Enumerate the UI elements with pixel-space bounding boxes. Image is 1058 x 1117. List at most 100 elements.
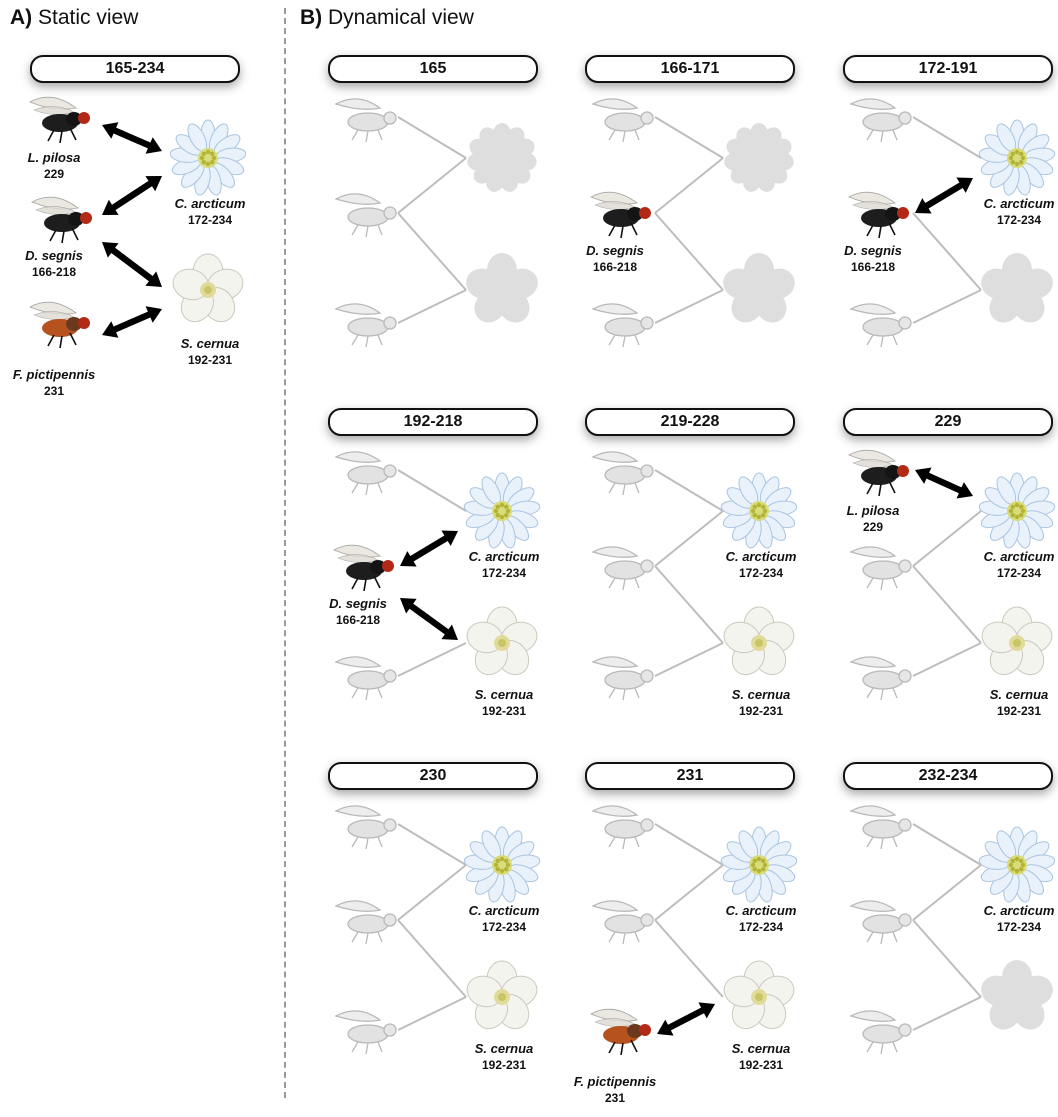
- s-cernua-flower-icon: [466, 253, 538, 323]
- species-name: D. segnis: [329, 596, 387, 611]
- lpilosa-fly-icon: [29, 96, 90, 144]
- species-name: C. arcticum: [725, 549, 797, 564]
- panel-title: 231: [585, 762, 795, 790]
- species-range: 229: [862, 520, 884, 534]
- node: [462, 957, 542, 1042]
- panel-title: 192-218: [328, 408, 538, 436]
- node: [843, 443, 917, 504]
- potential-link-line: [397, 289, 467, 324]
- fpict-fly-icon: [334, 656, 397, 701]
- node: [843, 648, 917, 709]
- species-name: C. arcticum: [174, 196, 246, 211]
- node: [977, 471, 1057, 556]
- lpilosa-fly-icon: [591, 451, 654, 496]
- node: [843, 892, 917, 953]
- species-name: C. arcticum: [983, 549, 1055, 564]
- node: [328, 1002, 402, 1063]
- species-range: 192-231: [187, 353, 233, 367]
- species-range: 192-231: [738, 704, 784, 718]
- c-arcticum-flower-icon: [463, 472, 541, 549]
- species-name: F. pictipennis: [12, 367, 96, 382]
- node: [328, 797, 402, 858]
- potential-link-line: [912, 289, 982, 324]
- node: [328, 892, 402, 953]
- species-name: S. cernua: [731, 1041, 791, 1056]
- panel-links: [912, 823, 982, 1031]
- species-name: L. pilosa: [846, 503, 900, 518]
- dsegnis-label: D. segnis 166-218: [813, 243, 933, 275]
- dsegnis-fly-icon: [848, 191, 909, 239]
- dsegnis-fly-icon: [849, 900, 912, 945]
- species-name: D. segnis: [844, 243, 902, 258]
- panel-links: [397, 823, 467, 1031]
- lpilosa-label: L. pilosa 229: [813, 503, 933, 535]
- species-range: 166-218: [592, 260, 638, 274]
- s-cernua-flower-icon: [723, 606, 795, 676]
- node: [328, 648, 402, 709]
- node: [328, 295, 402, 356]
- potential-link-line: [397, 996, 467, 1031]
- species-name: C. arcticum: [725, 903, 797, 918]
- time-panel-165: 165: [328, 55, 586, 410]
- potential-link-line: [912, 919, 982, 998]
- node: [585, 90, 659, 151]
- node: [719, 118, 799, 203]
- c-arcticum-flower-icon: [720, 826, 798, 903]
- dsegnis-fly-icon: [334, 193, 397, 238]
- species-range: 172-234: [481, 566, 527, 580]
- interaction-arrow: [102, 176, 162, 215]
- section-b-title: B) Dynamical view: [300, 6, 474, 30]
- potential-link-line: [912, 642, 982, 677]
- potential-link-line: [397, 919, 467, 998]
- s-cernua-flower-icon: [981, 253, 1053, 323]
- fpict-fly-icon: [590, 1008, 651, 1056]
- panel-title: 172-191: [843, 55, 1053, 83]
- potential-link-line: [397, 864, 467, 921]
- node: [462, 603, 542, 688]
- potential-link-line: [912, 565, 982, 644]
- fpict-fly-icon: [849, 303, 912, 348]
- fpict-fly-icon: [849, 1010, 912, 1055]
- species-range: 231: [43, 384, 65, 398]
- potential-link-line: [654, 116, 724, 159]
- c-arcticum-flower-icon: [169, 119, 247, 196]
- s-cernua-flower-icon: [723, 253, 795, 323]
- lpilosa-fly-icon: [591, 98, 654, 143]
- potential-link-line: [397, 116, 467, 159]
- panel-links: [397, 469, 467, 677]
- species-range: 166-218: [850, 260, 896, 274]
- node: [843, 1002, 917, 1063]
- panel-title: 229: [843, 408, 1053, 436]
- panel-links: [912, 467, 982, 677]
- potential-link-line: [912, 996, 982, 1031]
- potential-link-line: [654, 469, 724, 512]
- c-arcticum-flower-icon: [467, 123, 537, 192]
- c-arcticum-flower-icon: [978, 826, 1056, 903]
- interaction-arrow: [102, 242, 162, 287]
- node: [462, 118, 542, 203]
- node: [462, 250, 542, 335]
- potential-link-line: [654, 212, 724, 291]
- panel-title: 232-234: [843, 762, 1053, 790]
- lpilosa-fly-icon: [849, 98, 912, 143]
- node: [843, 295, 917, 356]
- potential-link-line: [397, 212, 467, 291]
- lpilosa-fly-icon: [334, 805, 397, 850]
- species-range: 166-218: [31, 265, 77, 279]
- s-cernua-flower-icon: [981, 960, 1053, 1030]
- node: [843, 185, 917, 246]
- dsegnis-fly-icon: [333, 544, 394, 592]
- node: [585, 797, 659, 858]
- fpict-fly-icon: [849, 656, 912, 701]
- lpilosa-fly-icon: [334, 451, 397, 496]
- panel-title: 165: [328, 55, 538, 83]
- node: [328, 443, 402, 504]
- species-range: 172-234: [481, 920, 527, 934]
